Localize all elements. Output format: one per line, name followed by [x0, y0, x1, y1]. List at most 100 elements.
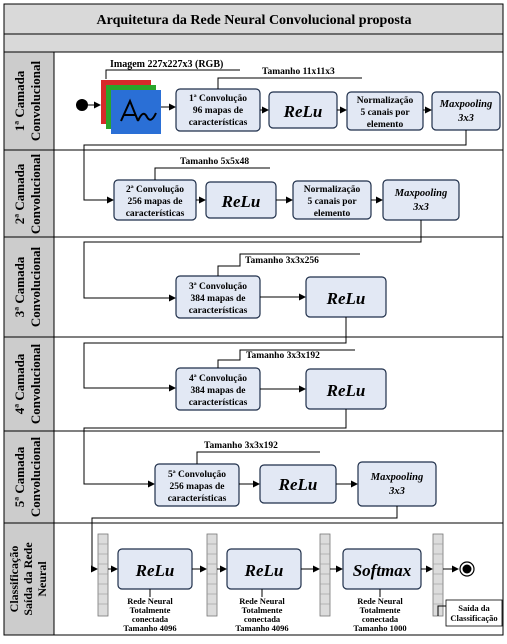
- conv5-line: características: [168, 494, 227, 504]
- image-label-bracket: [105, 69, 240, 79]
- kernel-note-bracket: [217, 77, 362, 89]
- fc-layer-3: [319, 533, 331, 617]
- layer-connector: [83, 317, 347, 392]
- lane-label-1: 1ª Camada Convolucional: [12, 61, 43, 142]
- kernel-note-bracket: [217, 349, 355, 368]
- kernel-note-5: Tamanho 3x3x192: [204, 441, 278, 451]
- output-caption-box: [445, 599, 503, 627]
- norm2-line: 5 canais por: [307, 197, 357, 207]
- norm1-line: Normalização: [357, 96, 414, 106]
- sub-header-band: [3, 33, 504, 53]
- norm1-line: 5 canais por: [360, 108, 410, 118]
- title-band: [3, 3, 504, 35]
- relu5-label: ReLu: [278, 475, 318, 494]
- lane-label-column: [3, 51, 55, 636]
- lane-label-line: 4ª Camada: [12, 353, 27, 414]
- fc3-caption: Tamanho 1000: [353, 623, 406, 633]
- kernel-note-3: Tamanho 3x3x256: [245, 256, 319, 266]
- lane-label-line: 3ª Camada: [12, 256, 27, 317]
- pool5-line: 3x3: [388, 486, 405, 497]
- lane-label-line: Saída da Rede: [21, 542, 35, 616]
- fc1-caption: Totalmente: [130, 605, 171, 615]
- relu4-label: ReLu: [326, 381, 366, 400]
- fc1-caption: Rede Neural: [127, 596, 173, 606]
- conv2-line: 256 mapas de: [128, 197, 183, 207]
- pool1-line: Maxpooling: [439, 99, 493, 110]
- lane-label-line: 1ª Camada: [12, 70, 27, 131]
- pool2-line: 3x3: [412, 202, 429, 213]
- fc3-softmax-label: Softmax: [353, 561, 412, 580]
- fc2-relu-label: ReLu: [244, 561, 284, 580]
- kernel-note-2: Tamanho 5x5x48: [180, 157, 249, 167]
- output-caption: Classificação: [450, 613, 497, 623]
- kernel-note-1: Tamanho 11x11x3: [262, 67, 335, 77]
- conv1-line: características: [189, 118, 248, 128]
- relu1-label: ReLu: [283, 102, 323, 121]
- lane-label-line: Convolucional: [28, 247, 43, 328]
- lane-label-6: Classificação Saída da Rede Neural: [7, 542, 49, 616]
- start-node: [76, 99, 88, 111]
- fc3-caption: Totalmente: [360, 605, 401, 615]
- fc1-caption: conectada: [132, 614, 169, 624]
- fc3-bar: [319, 533, 331, 617]
- pool1-box: [431, 91, 501, 131]
- layer-connector: [91, 506, 398, 573]
- sample-glyph: [120, 98, 157, 122]
- lane-label-line: Convolucional: [28, 344, 43, 425]
- norm2-line: Normalização: [304, 185, 361, 195]
- lane-label-2: 2ª Camada Convolucional: [12, 154, 43, 235]
- layer-connector: [83, 130, 467, 204]
- kernel-note-bracket: [196, 451, 320, 464]
- norm2-line: elemento: [314, 209, 351, 219]
- conv3-line: 384 mapas de: [191, 294, 246, 304]
- kernel-note-4: Tamanho 3x3x192: [246, 351, 320, 361]
- pool2-box: [382, 179, 460, 221]
- conv2-line: características: [126, 209, 185, 219]
- kernel-note-bracket: [154, 167, 270, 180]
- fc2-caption: Tamanho 4096: [235, 623, 288, 633]
- fc2-bar: [206, 533, 218, 617]
- lane-label-3: 3ª Camada Convolucional: [12, 247, 43, 328]
- image-label: Imagem 227x227x3 (RGB): [110, 59, 223, 70]
- pool5-box: [357, 461, 437, 507]
- fc-layer-1: [97, 533, 109, 617]
- lane-label-line: Convolucional: [28, 437, 43, 518]
- kernel-note-bracket: [217, 253, 360, 276]
- lane-label-4: 4ª Camada Convolucional: [12, 344, 43, 425]
- fc1-relu-label: ReLu: [135, 561, 175, 580]
- norm1-box: [346, 91, 424, 131]
- lane-label-5: 5ª Camada Convolucional: [12, 437, 43, 518]
- end-node: [462, 564, 472, 574]
- fc2-caption: conectada: [244, 614, 281, 624]
- norm1-line: elemento: [367, 120, 404, 130]
- conv2-line: 2ª Convolução: [126, 185, 184, 195]
- conv4-line: 384 mapas de: [191, 386, 246, 396]
- conv4-line: 4ª Convolução: [189, 374, 247, 384]
- diagram-title: Arquitetura da Rede Neural Convolucional…: [97, 13, 412, 28]
- lane-label-line: 5ª Camada: [12, 446, 27, 507]
- pool2-line: Maxpooling: [394, 188, 448, 199]
- fc1-bar: [97, 533, 109, 617]
- conv3-line: características: [189, 306, 248, 316]
- fc1-grid: [98, 543, 108, 605]
- output-caption-leader: [437, 605, 446, 616]
- lane-label-line: Convolucional: [28, 61, 43, 142]
- fc2-caption: Rede Neural: [239, 596, 285, 606]
- fc1-caption: Tamanho 4096: [123, 623, 176, 633]
- lane-label-line: Classificação: [7, 546, 21, 613]
- fc3-caption: conectada: [362, 614, 399, 624]
- relu3-label: ReLu: [326, 289, 366, 308]
- input-image-icon: [101, 80, 161, 134]
- conv1-line: 1ª Convolução: [189, 94, 247, 104]
- pool1-line: 3x3: [457, 113, 474, 124]
- blue-channel: [111, 90, 161, 134]
- lane-label-line: 2ª Camada: [12, 163, 27, 224]
- conv5-line: 256 mapas de: [170, 482, 225, 492]
- output-layer: [432, 533, 444, 617]
- pool5-line: Maxpooling: [370, 472, 424, 483]
- conv5-line: 5ª Convolução: [168, 470, 226, 480]
- layer-connector: [83, 220, 422, 302]
- fc2-caption: Totalmente: [242, 605, 283, 615]
